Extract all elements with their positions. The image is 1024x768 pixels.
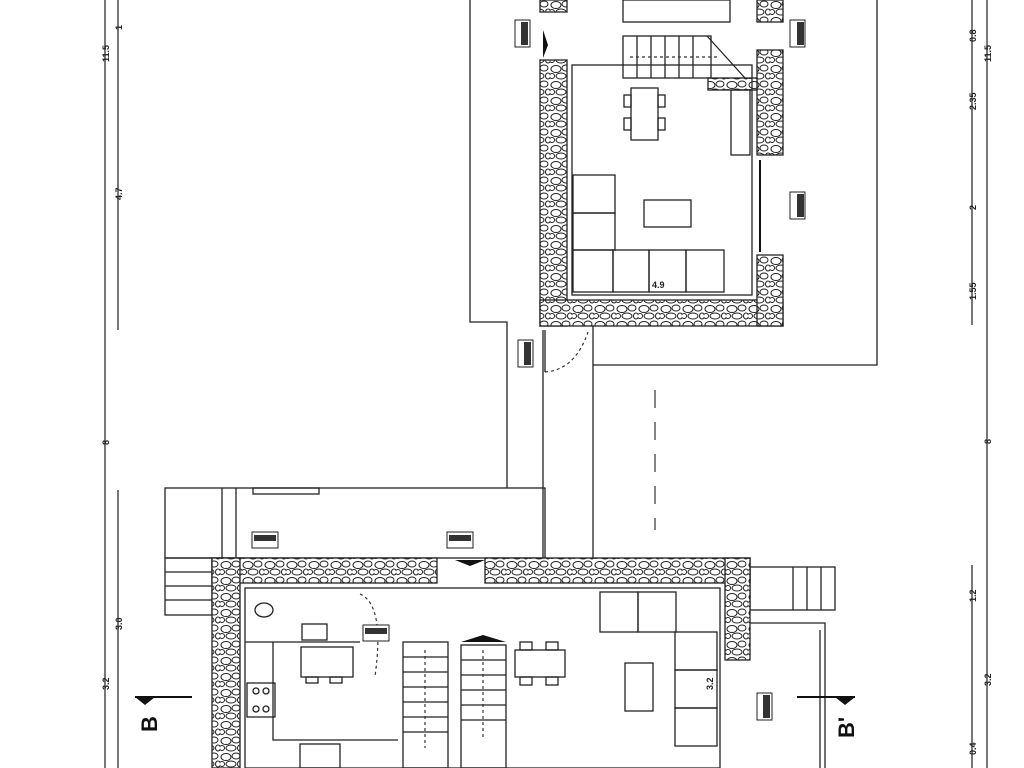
- dim-right-upper-c: 1.55: [968, 282, 978, 300]
- kitchen-lower: [246, 642, 398, 768]
- dim-left-middle: 8: [101, 440, 111, 445]
- dim-right-upper-top: 0.8: [968, 29, 978, 42]
- dim-left-lower-b: 3.2: [101, 677, 111, 690]
- dim-left-upper-main: 4.7: [114, 187, 124, 200]
- dim-right-upper-b: 2: [968, 205, 978, 210]
- left-dimension-lines: [104, 0, 119, 768]
- lower-living-depth: 3.2: [705, 677, 715, 690]
- left-steps: [164, 557, 213, 616]
- dim-left-outer-total: 11.5: [101, 45, 111, 62]
- dim-right-lower-b: 3.2: [983, 673, 993, 686]
- lower-building: 3.2: [211, 531, 773, 768]
- right-steps: [749, 566, 836, 768]
- dim-right-lower-a: 1.2: [968, 589, 978, 602]
- svg-text:B: B: [137, 716, 162, 732]
- lower-stairs: [402, 635, 507, 768]
- upper-room-width: 4.9: [652, 280, 665, 290]
- upper-building: 4.9: [514, 0, 806, 373]
- dim-right-outer-total: 11.5: [983, 45, 993, 62]
- bathroom: [245, 593, 379, 677]
- dining-table-lower: [514, 641, 654, 712]
- dim-right-middle: 8: [983, 439, 993, 444]
- site-outline: [164, 0, 878, 768]
- svg-text:B': B': [834, 717, 859, 738]
- dining-table-upper: [623, 87, 666, 141]
- dim-right-lower-c: 0.4: [968, 742, 978, 755]
- right-dimension-lines: [971, 0, 988, 768]
- dim-right-upper-a: 2.35: [968, 92, 978, 110]
- upper-stairs: [543, 0, 746, 79]
- dim-left-upper-top: 1: [114, 25, 124, 30]
- kitchen-counter-upper: [730, 89, 751, 156]
- sofa-upper: [572, 174, 725, 293]
- section-mark-left: B: [135, 696, 192, 732]
- dim-left-lower-a: 3.0: [114, 617, 124, 630]
- section-mark-right: B': [797, 696, 859, 738]
- sofa-lower: [599, 591, 718, 747]
